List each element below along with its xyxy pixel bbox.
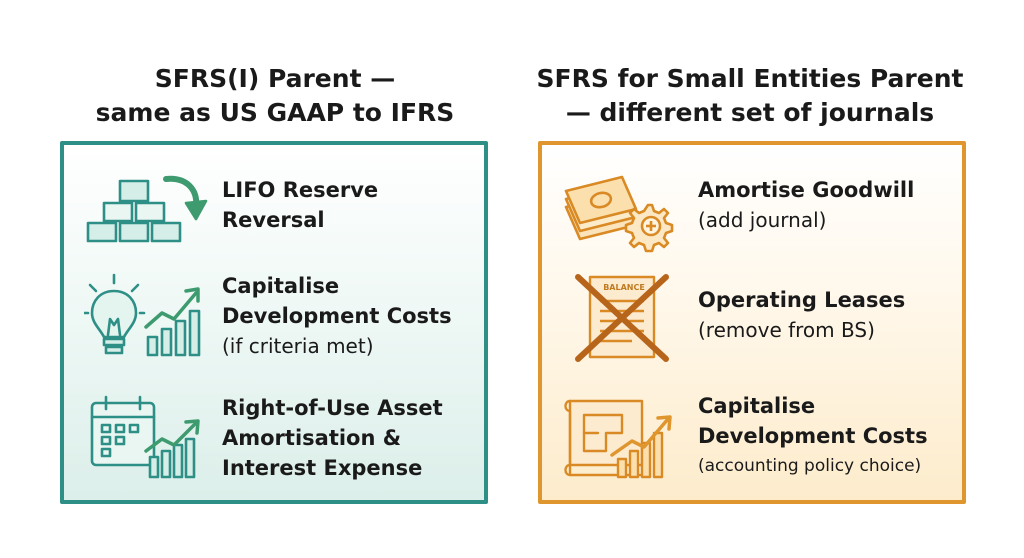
left-heading: SFRS(I) Parent — same as US GAAP to IFRS bbox=[40, 62, 510, 130]
calendar-chart-icon bbox=[88, 395, 208, 481]
lifo-reserve-text: LIFO Reserve Reversal bbox=[222, 175, 378, 235]
capitalise-title-line2: Development Costs bbox=[222, 304, 452, 328]
rou-title-line1: Right-of-Use Asset bbox=[222, 396, 443, 420]
choice-title-line1: Capitalise bbox=[698, 394, 816, 418]
money-gear-icon bbox=[562, 169, 678, 253]
capitalise-dev-text: Capitalise Development Costs (if criteri… bbox=[222, 271, 452, 361]
goodwill-title: Amortise Goodwill bbox=[698, 178, 915, 202]
left-heading-line2: same as US GAAP to IFRS bbox=[95, 98, 455, 127]
left-heading-line1: SFRS(I) Parent — bbox=[154, 64, 396, 93]
amortise-goodwill-text: Amortise Goodwill (add journal) bbox=[698, 175, 914, 235]
operating-leases-text: Operating Leases (remove from BS) bbox=[698, 285, 905, 345]
rou-title-line2: Amortisation & bbox=[222, 426, 402, 450]
capitalise-title-line1: Capitalise bbox=[222, 274, 340, 298]
right-of-use-text: Right-of-Use Asset Amortisation & Intere… bbox=[222, 393, 443, 483]
leases-title: Operating Leases bbox=[698, 288, 906, 312]
blueprint-chart-icon bbox=[562, 393, 680, 483]
left-panel: LIFO Reserve Reversal Capitalise Develop… bbox=[60, 141, 488, 504]
choice-note: (accounting policy choice) bbox=[698, 456, 922, 476]
crossed-balance-sheet-icon: BALANCE bbox=[572, 271, 672, 363]
capitalise-note: (if criteria met) bbox=[222, 334, 374, 358]
balance-label: BALANCE bbox=[603, 283, 645, 292]
choice-title-line2: Development Costs bbox=[698, 424, 928, 448]
gold-bars-icon bbox=[82, 171, 212, 247]
right-panel: Amortise Goodwill (add journal) BALANCE … bbox=[538, 141, 966, 504]
right-heading-line1: SFRS for Small Entities Parent bbox=[536, 64, 964, 93]
right-heading-line2: — different set of journals bbox=[565, 98, 935, 127]
lifo-title-line1: LIFO Reserve bbox=[222, 178, 379, 202]
lightbulb-chart-icon bbox=[84, 273, 210, 363]
goodwill-note: (add journal) bbox=[698, 208, 827, 232]
lifo-title-line2: Reversal bbox=[222, 208, 325, 232]
rou-title-line3: Interest Expense bbox=[222, 456, 423, 480]
capitalise-dev-choice-text: Capitalise Development Costs (accounting… bbox=[698, 391, 928, 481]
leases-note: (remove from BS) bbox=[698, 318, 875, 342]
right-heading: SFRS for Small Entities Parent — differe… bbox=[515, 62, 985, 130]
